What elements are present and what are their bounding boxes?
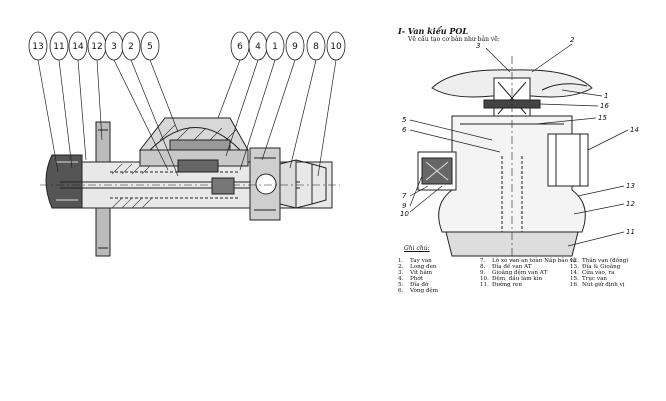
legend-item: 2.Long đen [398, 264, 437, 270]
section-title: I- Van kiểu POL [398, 26, 468, 36]
legend-item: 16.Nút giữ định vị [570, 282, 625, 288]
callout-label: 5 [402, 116, 407, 124]
callout-label: 2 [128, 42, 134, 52]
legend-item: 9.Gioăng đệm van AT [480, 270, 548, 276]
callout-balloon: 14 [68, 31, 88, 61]
legend-item: 12.Thân van (đồng) [570, 258, 629, 264]
callout-balloon: 3 [104, 31, 124, 61]
callout-label: 16 [600, 102, 609, 110]
legend-item: 10.Đệm, đầu làm kín [480, 276, 543, 282]
callout-balloon: 8 [306, 31, 326, 61]
callout-label: 6 [402, 126, 407, 134]
legend-item: 11.Đường ren [480, 282, 523, 288]
left-valve-drawing: 13 11 14 12 3 2 5 6 4 1 9 8 10 [28, 31, 346, 257]
callout-balloon: 11 [49, 31, 69, 61]
callout-label: 13 [626, 182, 635, 190]
callout-balloon: 1 [265, 31, 285, 61]
callout-label: 15 [598, 114, 607, 122]
callout-balloon: 10 [326, 31, 346, 61]
callout-label: 9 [402, 202, 407, 210]
callout-label: 12 [626, 200, 635, 208]
callout-label: 1 [604, 92, 608, 100]
legend-item: 7.Lò xo van an toàn Nắp bảo vệ [480, 258, 577, 264]
legend-title: Ghi chú: [404, 245, 430, 252]
callout-label: 11 [626, 228, 635, 236]
callout-label: 11 [53, 42, 64, 52]
callout-label: 10 [330, 42, 342, 52]
legend-item: 1.Tay van [398, 258, 432, 264]
callout-balloon: 12 [87, 31, 107, 61]
callout-label: 10 [400, 210, 409, 218]
callout-label: 8 [313, 42, 319, 52]
callout-label: 6 [237, 42, 243, 52]
callout-label: 14 [72, 42, 84, 52]
callout-label: 3 [476, 42, 480, 50]
callout-balloon: 5 [140, 31, 160, 61]
callout-label: 9 [292, 42, 298, 52]
callout-label: 12 [91, 42, 102, 52]
callout-balloon: 9 [285, 31, 305, 61]
callout-label: 3 [111, 42, 117, 52]
callout-balloon: 2 [121, 31, 141, 61]
callout-label: 4 [255, 42, 261, 52]
pol-valve-drawing: 3 2 1 16 15 5 6 14 13 12 11 7 9 10 [400, 36, 639, 262]
legend-item: 5.Đĩa đỡ [398, 282, 429, 288]
legend-item: 13.Đĩa & Gioăng [570, 264, 621, 270]
callout-label: 2 [570, 36, 575, 44]
callout-balloon: 6 [230, 31, 250, 61]
callout-label: 13 [32, 42, 43, 52]
legend-item: 4.Phớt [398, 276, 423, 282]
callout-balloon: 4 [248, 31, 268, 61]
callout-balloon: 13 [28, 31, 48, 61]
left-valve-diagram: 13 11 14 12 3 2 5 6 4 1 9 8 10 [28, 31, 346, 257]
legend-item: 3.Vít hãm [398, 270, 433, 276]
section-subtitle: Vẽ cấu tạo cơ bản như bản vẽ: [408, 36, 500, 43]
callout-label: 1 [272, 42, 278, 52]
legend-item: 14.Cửa vào, ra [570, 270, 615, 276]
callout-label: 5 [147, 42, 153, 52]
right-valve-diagram: 3 2 1 16 15 5 6 14 13 12 11 7 9 10 I- Va… [362, 0, 666, 401]
legend: 1.Tay van 2.Long đen 3.Vít hãm 4.Phớt 5.… [398, 258, 660, 298]
callout-label: 14 [630, 126, 639, 134]
legend-item: 8.Đĩa đế van AT [480, 264, 532, 270]
legend-item: 6.Vòng đệm [398, 288, 439, 294]
legend-item: 15.Trục van [570, 276, 608, 282]
callout-label: 7 [402, 192, 407, 200]
